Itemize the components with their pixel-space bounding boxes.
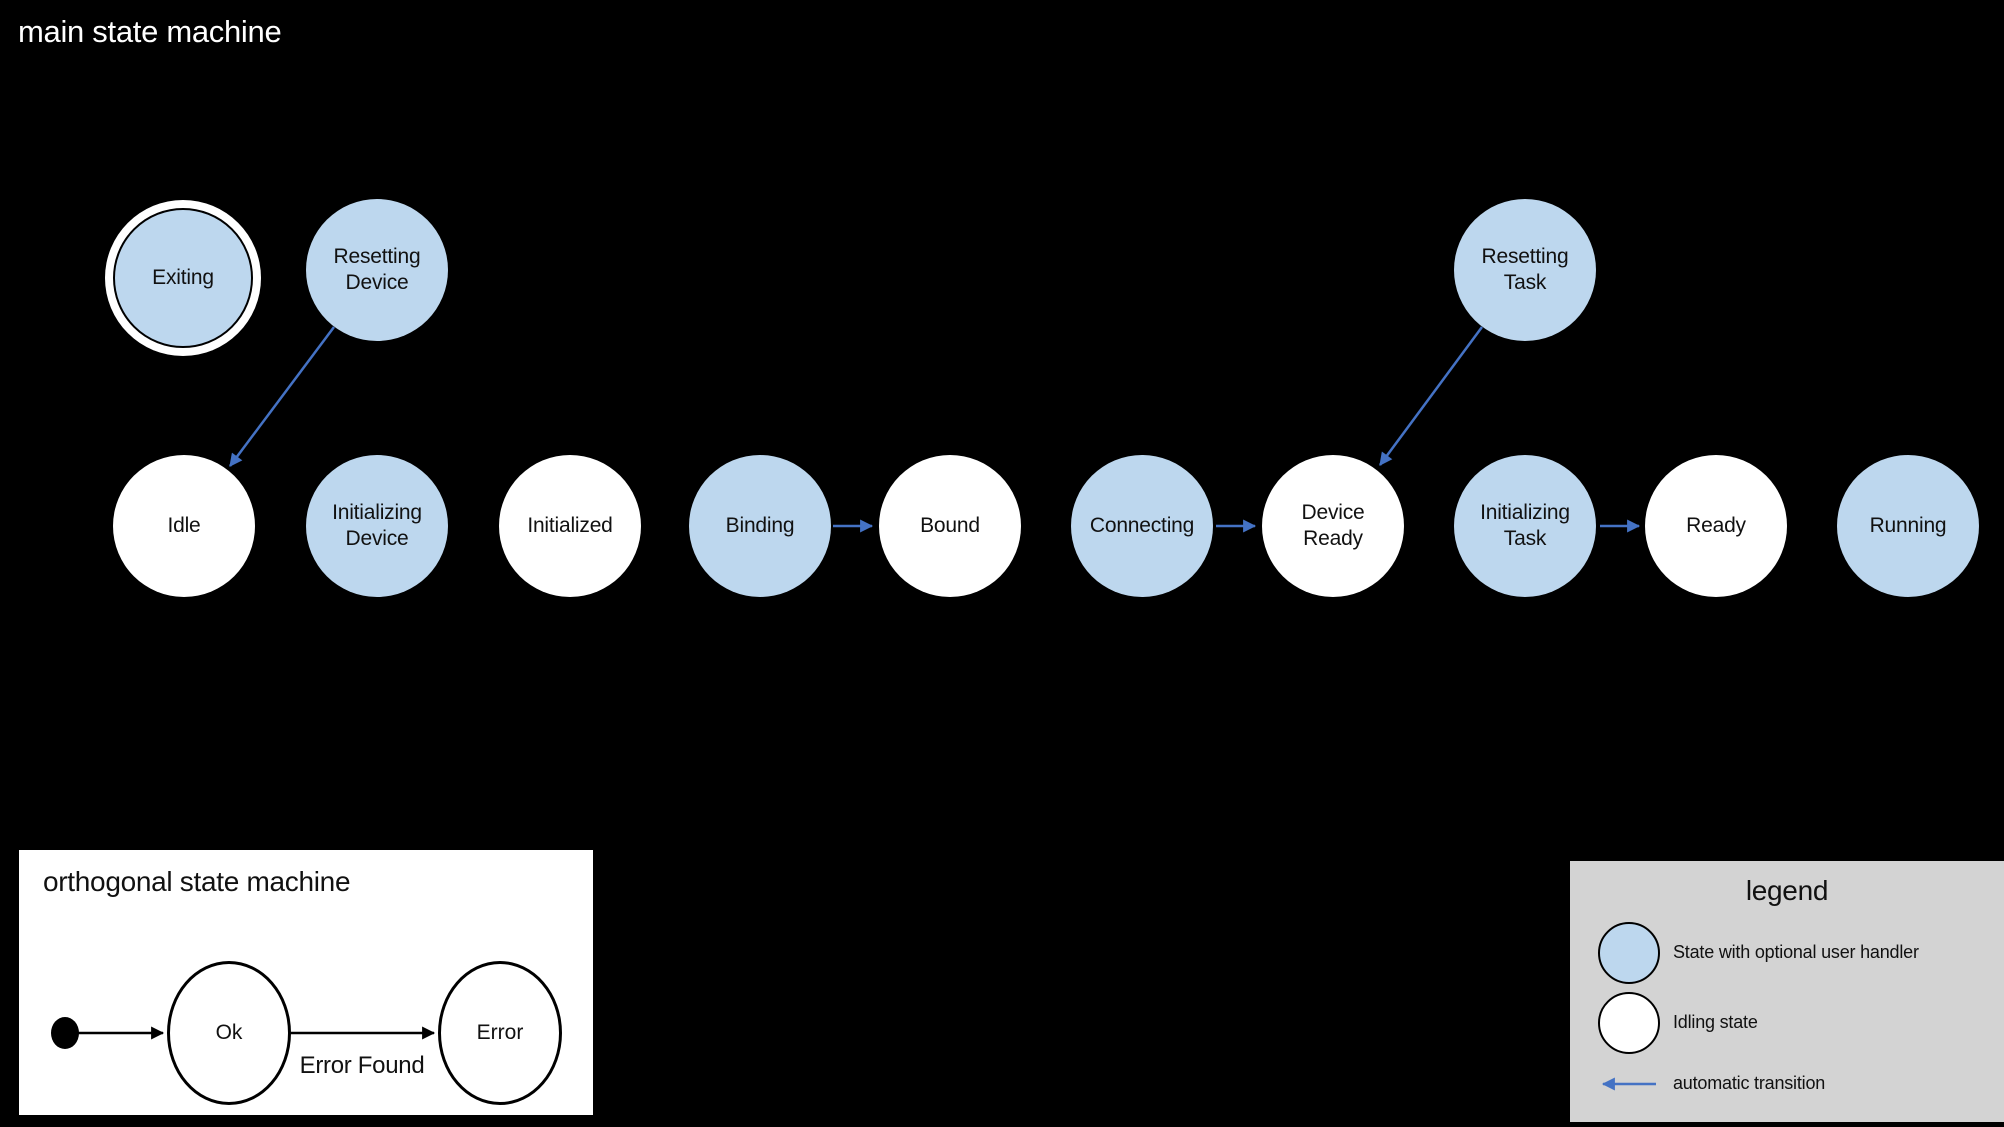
state-label: Idle: [167, 514, 201, 537]
state-initializing-device: Initializing Device: [306, 455, 448, 597]
state-label: Exiting: [152, 266, 214, 289]
orthogonal-title: orthogonal state machine: [43, 866, 351, 897]
legend-item-label: Idling state: [1673, 1012, 1758, 1032]
state-connecting: Connecting: [1071, 455, 1213, 597]
state-ok: Ok: [167, 961, 291, 1105]
state-label: Running: [1869, 514, 1947, 537]
state-initialized: Initialized: [499, 455, 641, 597]
state-binding: Binding: [689, 455, 831, 597]
orthogonal-box: orthogonal state machine Ok Error Error …: [19, 850, 593, 1115]
legend-box: legend State with optional user handler …: [1570, 861, 2004, 1122]
state-resetting-device: Resetting Device: [306, 199, 448, 341]
transition-label-error-found: Error Found: [299, 1052, 425, 1079]
state-ready: Ready: [1645, 455, 1787, 597]
state-label: Resetting Device: [333, 245, 421, 294]
state-error: Error: [438, 961, 562, 1105]
state-idle: Idle: [113, 455, 255, 597]
state-device-ready: Device Ready: [1262, 455, 1404, 597]
legend-title: legend: [1745, 875, 1829, 906]
state-resetting-task: Resetting Task: [1454, 199, 1596, 341]
state-label: Ready: [1686, 514, 1746, 537]
state-label: Connecting: [1089, 514, 1195, 537]
state-initializing-task: Initializing Task: [1454, 455, 1596, 597]
legend-idling-state-swatch: [1598, 992, 1660, 1054]
arrow-resetting-device-to-idle: [228, 326, 336, 467]
state-label: Device Ready: [1301, 501, 1365, 550]
state-label: Ok: [215, 1021, 243, 1044]
main-title: main state machine: [18, 14, 282, 49]
initial-state-dot: [51, 1017, 79, 1049]
legend-item-label: automatic transition: [1673, 1073, 1826, 1093]
state-exiting: Exiting: [113, 208, 253, 348]
state-label: Bound: [920, 514, 980, 537]
legend-item-label: State with optional user handler: [1673, 942, 1919, 962]
state-label: Resetting Task: [1481, 245, 1569, 294]
state-label: Error: [476, 1021, 524, 1044]
state-label: Initializing Task: [1480, 501, 1570, 550]
arrow-resetting-task-to-device-ready: [1378, 326, 1484, 466]
state-label: Initialized: [527, 514, 613, 537]
state-running: Running: [1837, 455, 1979, 597]
state-label: Initializing Device: [332, 501, 422, 550]
legend-handler-state-swatch: [1598, 922, 1660, 984]
state-label: Binding: [725, 514, 795, 537]
state-bound: Bound: [879, 455, 1021, 597]
